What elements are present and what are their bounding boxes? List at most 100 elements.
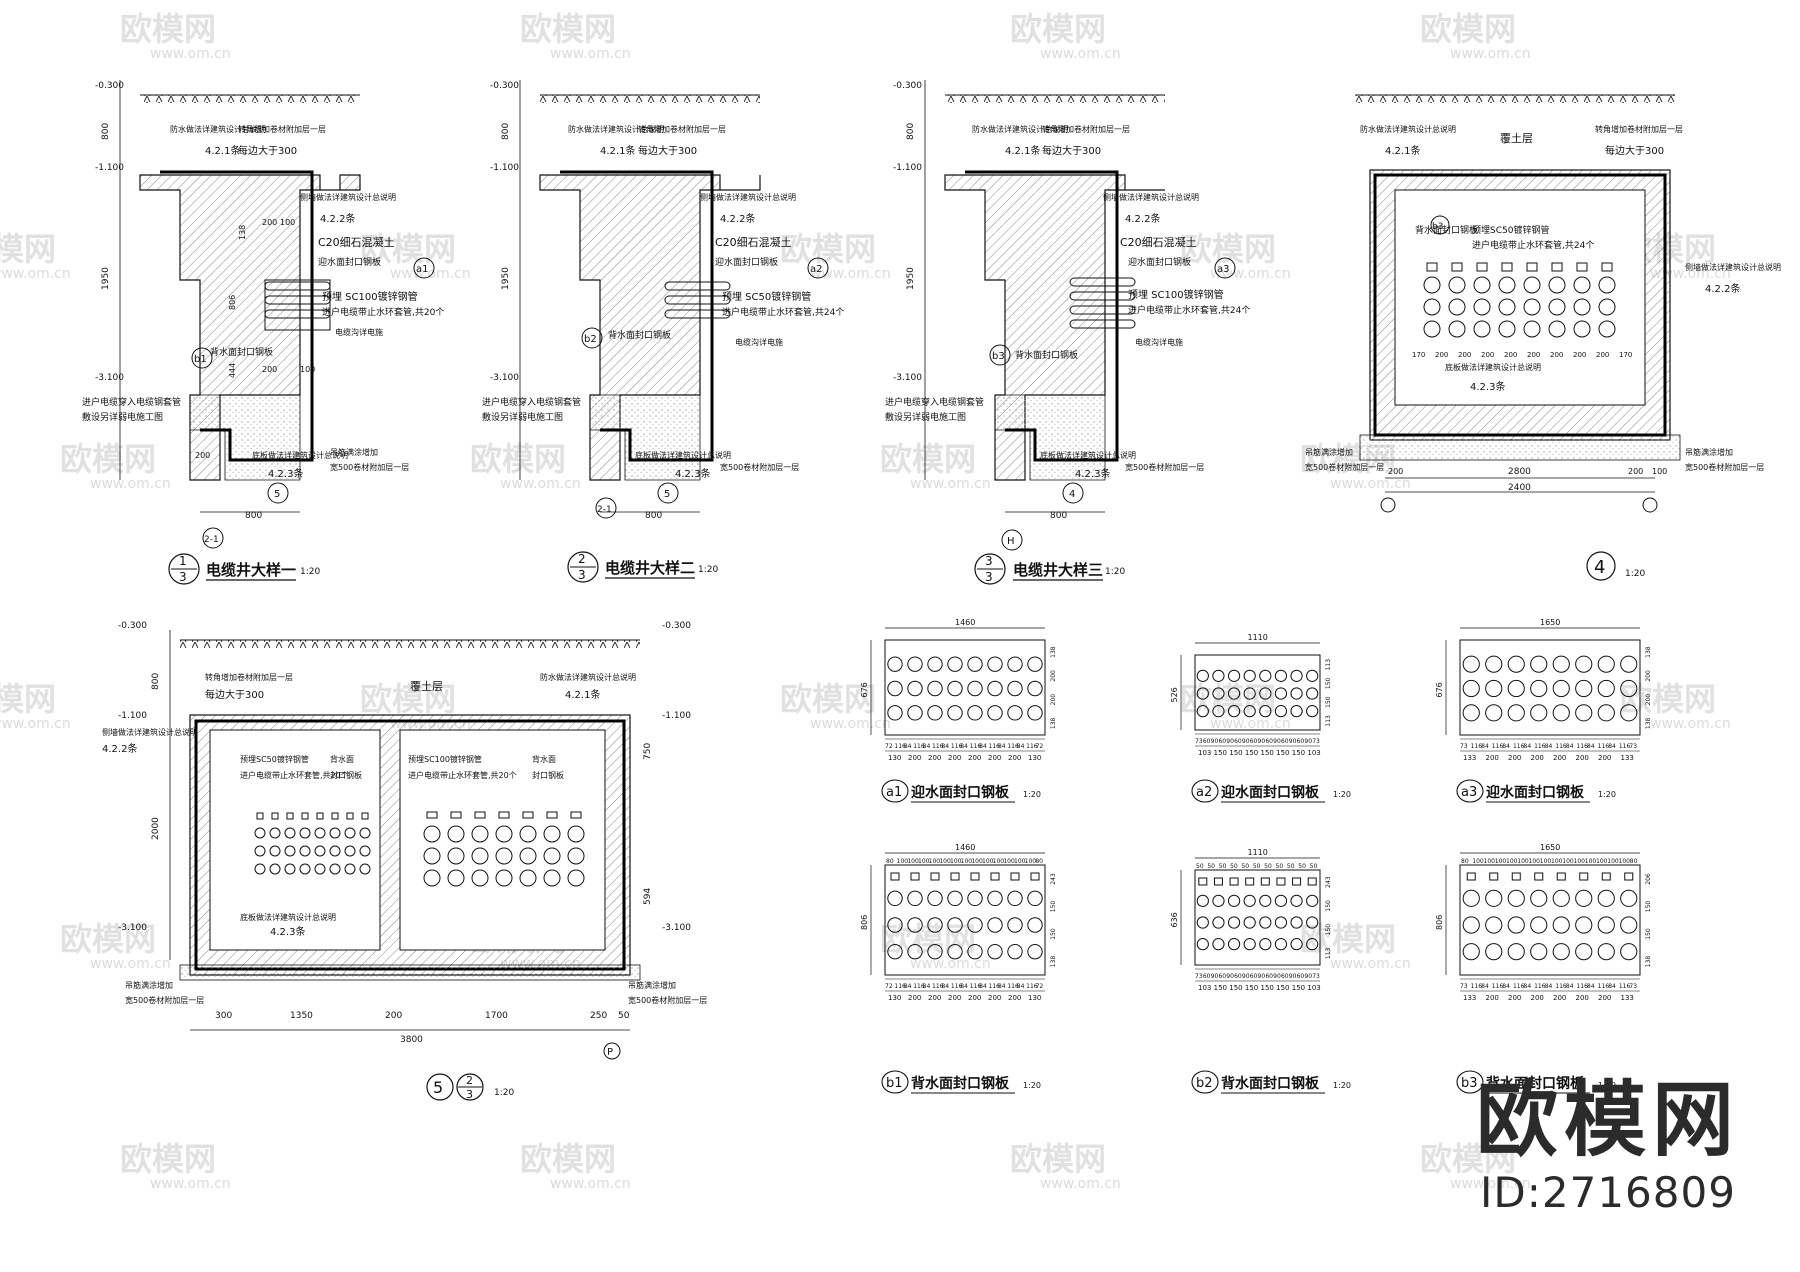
plate-hole	[1306, 705, 1319, 718]
svg-text:防水做法详建筑设计总说明: 防水做法详建筑设计总说明	[170, 124, 266, 134]
dim-text: 100	[1472, 858, 1484, 865]
svg-text:100: 100	[280, 218, 295, 227]
watermark-url: www.om.cn	[150, 46, 231, 62]
plate-hole	[947, 705, 963, 721]
plate-hole	[1274, 916, 1288, 929]
watermark-text: 欧模网	[120, 1140, 216, 1178]
svg-text:1:20: 1:20	[698, 565, 718, 575]
svg-text:敷设另详弱电施工图: 敷设另详弱电施工图	[885, 411, 966, 423]
dim-text: 116	[1471, 743, 1483, 750]
dim-text: 100	[1607, 858, 1619, 865]
svg-text:3: 3	[578, 568, 586, 582]
axis-bubble	[202, 527, 224, 549]
svg-text:1: 1	[179, 554, 187, 568]
svg-text:预埋SC50镀锌钢管: 预埋SC50镀锌钢管	[1472, 224, 1549, 236]
svg-text:-1.100: -1.100	[118, 711, 147, 721]
plate-hole	[1507, 704, 1525, 722]
sleeve-hole	[329, 827, 341, 839]
plate-hole	[1007, 680, 1023, 697]
watermark-url: www.om.cn	[390, 266, 471, 282]
watermark-text: 欧模网	[520, 10, 616, 48]
dim-text: 90	[1242, 973, 1250, 980]
dim-text: 200	[908, 754, 921, 762]
dim-top: 800	[101, 123, 111, 140]
dim-text: 150	[1214, 749, 1227, 757]
dim-text: 73	[1460, 983, 1468, 990]
dim-text: 116	[1534, 743, 1546, 750]
plate-hole	[987, 680, 1003, 697]
dim-text: 138	[1050, 717, 1057, 729]
sleeve-hole	[359, 827, 371, 839]
plate-scale: 1:20	[1023, 790, 1041, 799]
plate-id: a3	[1461, 785, 1477, 800]
plate-hole	[907, 917, 923, 933]
plate-hole	[1620, 943, 1638, 961]
plate-hole	[1620, 916, 1638, 934]
plate-hole	[1196, 687, 1209, 700]
svg-text:C20细石混凝土: C20细石混凝土	[715, 235, 792, 249]
plate-square-hole	[450, 811, 462, 819]
plate-hole	[1507, 916, 1525, 934]
dim-text: 50	[1196, 863, 1204, 870]
model-id: ID:2716809	[1480, 1168, 1736, 1217]
waterproof-layer	[560, 170, 714, 462]
plate-hole	[1290, 894, 1303, 907]
sleeve-hole	[344, 845, 356, 857]
dim-text: 103	[1198, 749, 1211, 757]
plate-hole	[947, 917, 963, 933]
sleeve-hole	[423, 847, 441, 865]
dim-text: 100	[1540, 858, 1552, 865]
dim-text: 200	[948, 994, 961, 1002]
plate-square-hole	[990, 872, 1000, 881]
svg-text:-3.100: -3.100	[118, 923, 147, 933]
dim-text: 200	[1576, 994, 1589, 1002]
plate-hole	[1306, 669, 1319, 682]
sleeve-hole	[543, 869, 561, 887]
dim-text: 150	[1325, 900, 1332, 912]
plate-square-hole	[1601, 262, 1613, 272]
svg-text:进户电缆穿入电缆钢套管: 进户电缆穿入电缆钢套管	[885, 396, 984, 408]
dim-text: 73	[1312, 738, 1320, 745]
svg-text:转角增加卷材附加层一层: 转角增加卷材附加层一层	[1042, 124, 1130, 134]
svg-text:200: 200	[195, 451, 210, 460]
dim-text: 150	[1325, 677, 1332, 689]
dim-text: 84	[960, 743, 968, 750]
dim-text: 84	[1608, 983, 1616, 990]
dim-text: 138	[1645, 717, 1652, 729]
axis-label: 2-1	[204, 535, 219, 545]
plate-hole	[1530, 916, 1548, 934]
plate-hole	[1530, 704, 1548, 722]
svg-text:800: 800	[645, 511, 662, 521]
svg-text:2400: 2400	[1508, 483, 1531, 493]
dim-text: 116	[1007, 743, 1019, 750]
sleeve-hole	[1548, 298, 1566, 316]
dim-text: 116	[1513, 743, 1525, 750]
sleeve-hole	[1573, 298, 1591, 316]
plate-hole	[1620, 704, 1638, 722]
dim-text: 100	[1517, 858, 1529, 865]
dim-text: 116	[1026, 743, 1038, 750]
sleeve-hole	[1423, 320, 1441, 338]
plate-height: 636	[1170, 912, 1179, 927]
plate-hole	[1027, 656, 1043, 672]
watermark-url: www.om.cn	[0, 716, 71, 732]
plate-hole	[1007, 705, 1023, 721]
svg-text:1950: 1950	[906, 267, 916, 290]
plate-width: 1650	[1540, 843, 1560, 852]
watermark-url: www.om.cn	[550, 46, 631, 62]
sleeve-hole	[567, 869, 585, 887]
plate-square-hole	[1276, 877, 1286, 886]
dim-text: 133	[1621, 994, 1634, 1002]
svg-text:侧墙做法详建筑设计总说明: 侧墙做法详建筑设计总说明	[300, 192, 396, 202]
detail-number: 4	[1594, 557, 1605, 578]
plate-hole	[987, 656, 1003, 672]
plate-square-hole	[286, 812, 294, 820]
dim-text: 113	[1325, 715, 1332, 727]
svg-text:迎水面封口钢板: 迎水面封口钢板	[1128, 256, 1191, 268]
dim-text: 116	[1492, 983, 1504, 990]
svg-text:4.2.2条: 4.2.2条	[1705, 282, 1740, 295]
watermark-text: 欧模网	[1010, 10, 1106, 48]
plate-height: 526	[1170, 687, 1179, 702]
